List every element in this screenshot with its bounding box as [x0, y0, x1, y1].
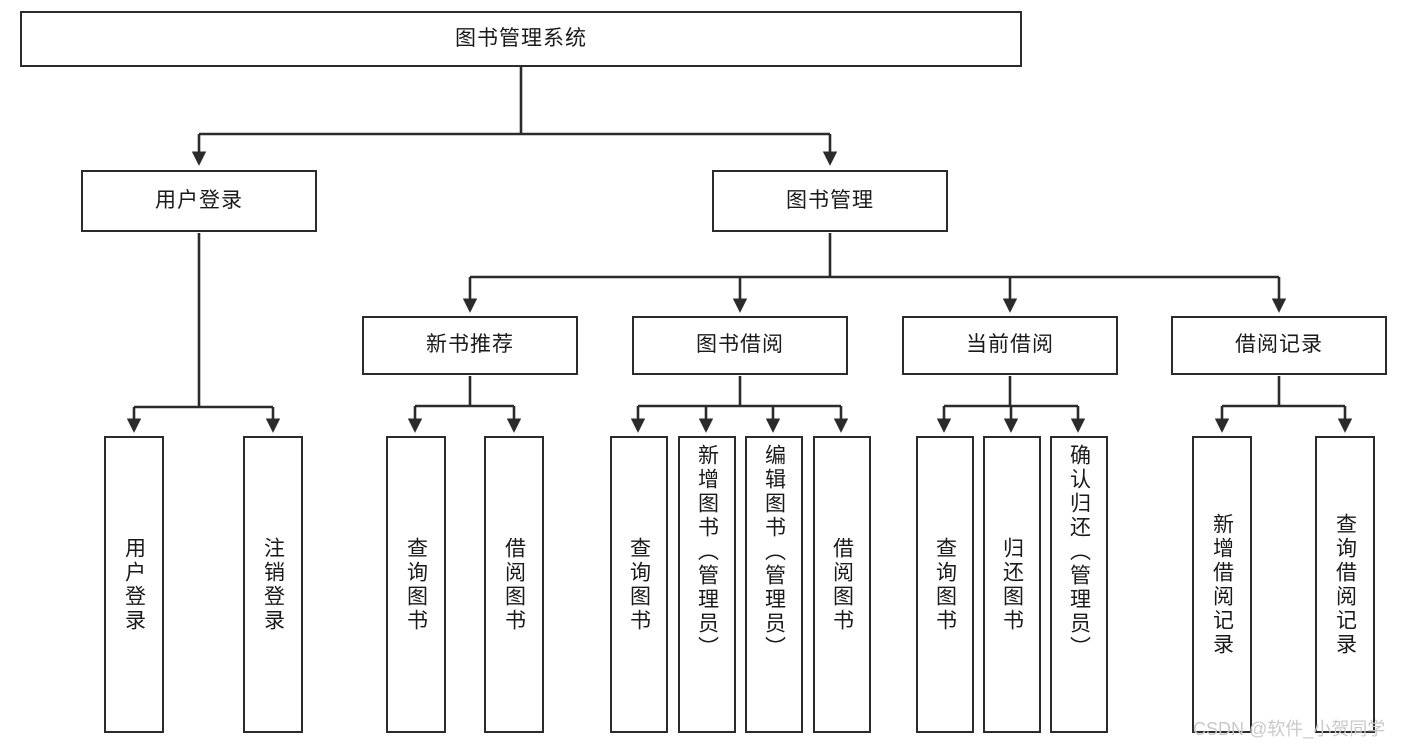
node-label: 借阅图书: [502, 536, 526, 633]
leaf-record-add-record[interactable]: 新增借阅记录: [1192, 436, 1252, 733]
leaf-recommend-query-book[interactable]: 查询图书: [386, 436, 446, 733]
node-user-login[interactable]: 用户登录: [81, 170, 317, 232]
node-label: 确认归还（管理员）: [1067, 444, 1091, 660]
node-borrow-record[interactable]: 借阅记录: [1171, 316, 1387, 375]
node-label: 图书借阅: [696, 333, 784, 357]
node-label: 新增借阅记录: [1210, 512, 1234, 657]
node-label: 当前借阅: [966, 333, 1054, 357]
csdn-watermark: CSDN @软件_小贺同学: [1193, 719, 1386, 739]
leaf-current-confirm-return-admin[interactable]: 确认归还（管理员）: [1050, 436, 1108, 733]
node-label: 编辑图书（管理员）: [762, 444, 786, 660]
node-root-system[interactable]: 图书管理系统: [20, 11, 1022, 67]
node-label: 借阅记录: [1235, 333, 1323, 357]
node-label: 查询图书: [404, 536, 428, 633]
node-new-book-recommend[interactable]: 新书推荐: [362, 316, 578, 375]
leaf-borrow-add-book-admin[interactable]: 新增图书（管理员）: [678, 436, 736, 733]
node-label: 注销登录: [261, 536, 285, 633]
node-label: 新书推荐: [426, 333, 514, 357]
node-label: 查询图书: [933, 536, 957, 633]
node-label: 新增图书（管理员）: [695, 444, 719, 660]
node-label: 查询借阅记录: [1333, 512, 1357, 657]
leaf-current-return-book[interactable]: 归还图书: [983, 436, 1041, 733]
node-label: 借阅图书: [830, 536, 854, 633]
leaf-recommend-borrow-book[interactable]: 借阅图书: [484, 436, 544, 733]
node-label: 用户登录: [122, 536, 146, 633]
leaf-borrow-edit-book-admin[interactable]: 编辑图书（管理员）: [745, 436, 803, 733]
node-current-borrow[interactable]: 当前借阅: [902, 316, 1118, 375]
node-label: 图书管理: [786, 188, 874, 212]
leaf-user-logout[interactable]: 注销登录: [243, 436, 303, 733]
node-label: 用户登录: [155, 188, 243, 212]
node-book-management[interactable]: 图书管理: [712, 170, 948, 232]
leaf-borrow-borrow-book[interactable]: 借阅图书: [813, 436, 871, 733]
node-label: 查询图书: [627, 536, 651, 633]
leaf-borrow-query-book[interactable]: 查询图书: [610, 436, 668, 733]
node-book-borrow[interactable]: 图书借阅: [632, 316, 848, 375]
leaf-record-query-record[interactable]: 查询借阅记录: [1315, 436, 1375, 733]
leaf-user-login[interactable]: 用户登录: [104, 436, 164, 733]
leaf-current-query-book[interactable]: 查询图书: [916, 436, 974, 733]
node-label: 图书管理系统: [455, 26, 587, 50]
node-label: 归还图书: [1000, 536, 1024, 633]
